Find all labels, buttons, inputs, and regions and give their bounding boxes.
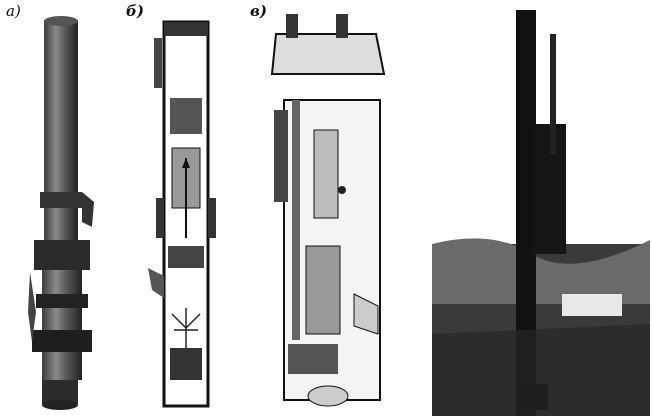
hammer-cutaway-drawing — [270, 14, 386, 407]
panel-label-c: в) — [250, 2, 267, 20]
panel-label-a: а) — [6, 2, 21, 20]
hammer-external-view — [28, 16, 94, 410]
pile-driver-photo — [432, 4, 650, 416]
panel-label-b: б) — [126, 2, 144, 20]
hammer-section-diagram — [148, 20, 216, 408]
